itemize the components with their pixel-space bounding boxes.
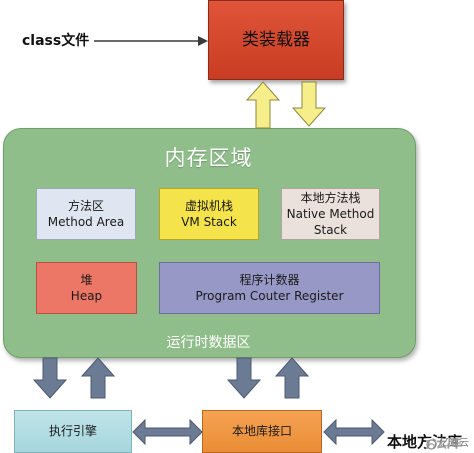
heap-box: 堆 Heap	[36, 262, 137, 314]
program-counter-box: 程序计数器 Program Couter Register	[159, 262, 380, 314]
loader-down-arrow	[291, 81, 327, 127]
memory-area-title: 内存区域	[164, 146, 253, 170]
program-counter-label-cn: 程序计数器	[239, 273, 300, 287]
vm-stack-label-en: VM Stack	[181, 215, 237, 229]
native-up-arrow	[274, 357, 310, 399]
runtime-data-area-label: 运行时数据区	[166, 335, 251, 351]
watermark-text: 亿速云	[439, 438, 469, 449]
execution-engine-label: 执行引擎	[48, 424, 97, 438]
engine-down-arrow	[32, 357, 68, 399]
heap-label-cn: 堆	[80, 273, 93, 287]
loader-up-arrow	[245, 81, 281, 129]
class-file-label: class文件	[22, 33, 90, 49]
cloud-logo-icon	[426, 438, 437, 450]
native-library-arrow	[323, 418, 385, 446]
heap-label-en: Heap	[70, 289, 103, 303]
class-loader-box: 类装载器	[208, 0, 344, 80]
watermark: 亿速云	[426, 438, 469, 450]
class-file-arrow	[94, 36, 208, 46]
method-area-label-en: Method Area	[47, 215, 125, 229]
vm-stack-box: 虚拟机栈 VM Stack	[159, 188, 259, 240]
native-interface-box: 本地库接口	[202, 410, 322, 453]
program-counter-label-en: Program Couter Register	[195, 289, 344, 303]
vm-stack-label-cn: 虚拟机栈	[184, 199, 233, 213]
native-method-stack-label-en1: Native Method	[286, 207, 375, 221]
engine-up-arrow	[80, 357, 116, 399]
native-method-stack-box: 本地方法栈 Native Method Stack	[281, 188, 380, 240]
native-method-stack-label-en2: Stack	[313, 223, 348, 237]
class-loader-label: 类装载器	[242, 30, 310, 50]
engine-to-native-arrow	[132, 418, 203, 446]
native-down-arrow	[226, 357, 262, 399]
memory-area-panel	[3, 128, 416, 358]
method-area-box: 方法区 Method Area	[36, 188, 136, 240]
execution-engine-box: 执行引擎	[14, 410, 132, 453]
native-method-stack-label-cn: 本地方法栈	[300, 191, 361, 205]
native-interface-label: 本地库接口	[231, 424, 292, 438]
method-area-label-cn: 方法区	[67, 199, 104, 213]
